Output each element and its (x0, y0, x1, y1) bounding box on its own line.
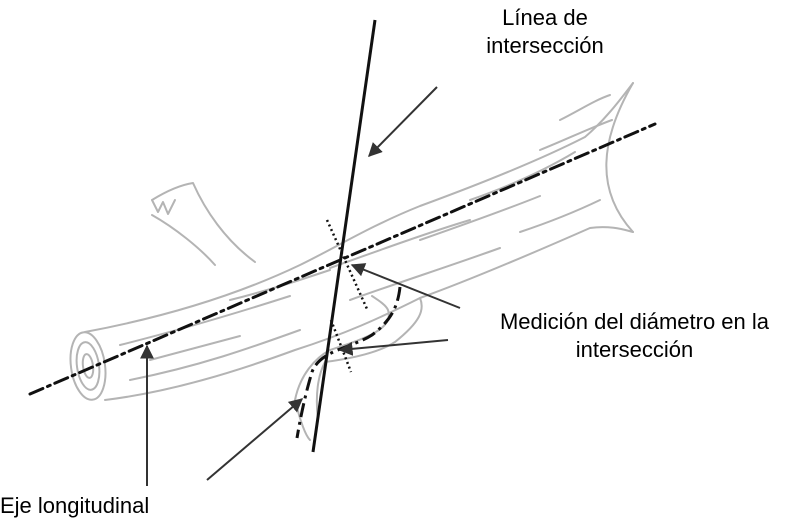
diameter-measurement-label: Medición del diámetro en la intersección (466, 308, 803, 364)
longitudinal-axis-line (28, 122, 657, 396)
bark-line (469, 151, 576, 201)
trunk-top-outline (84, 82, 634, 333)
bark-line (129, 329, 301, 381)
bark-line (349, 247, 501, 301)
longitudinal-axis-label: Eje longitudinal (0, 493, 150, 518)
bark-line (559, 94, 611, 121)
intersection-line-label-line1: Línea de (502, 5, 588, 30)
intersection-line-label-line2: intersección (486, 33, 604, 58)
arrow-to-intersection-line (368, 86, 438, 157)
bark-line (119, 295, 291, 346)
arrow-to-trunk-diameter (350, 263, 461, 309)
trunk-bottom-outline (104, 226, 634, 401)
cut-end-ring-2 (81, 353, 95, 379)
bark-line (329, 219, 471, 269)
lower-branch-2 (315, 297, 423, 421)
diameter-measurement-label-line1: Medición del diámetro en la (499, 309, 770, 334)
bark-line (419, 195, 541, 241)
bark-line (149, 335, 241, 361)
diameter-measure-trunk (325, 219, 369, 310)
diameter-measurement-label-line2: intersección (575, 337, 694, 362)
annotation-arrows (140, 86, 461, 486)
trunk-flare-right (605, 82, 634, 233)
diameter-measure-branch (329, 319, 353, 373)
bark-line (539, 119, 613, 151)
arrow-to-branch-axis (206, 398, 304, 481)
intersection-line-label: Línea de intersección (430, 4, 660, 60)
log-sketch (69, 82, 634, 441)
lower-branch (294, 295, 390, 441)
upper-branch-tip (151, 199, 176, 215)
arrow-to-branch-diameter (338, 339, 449, 356)
upper-branch (151, 182, 256, 266)
cut-end (69, 331, 107, 401)
intersection-line (311, 19, 377, 453)
bark-line (519, 199, 601, 233)
